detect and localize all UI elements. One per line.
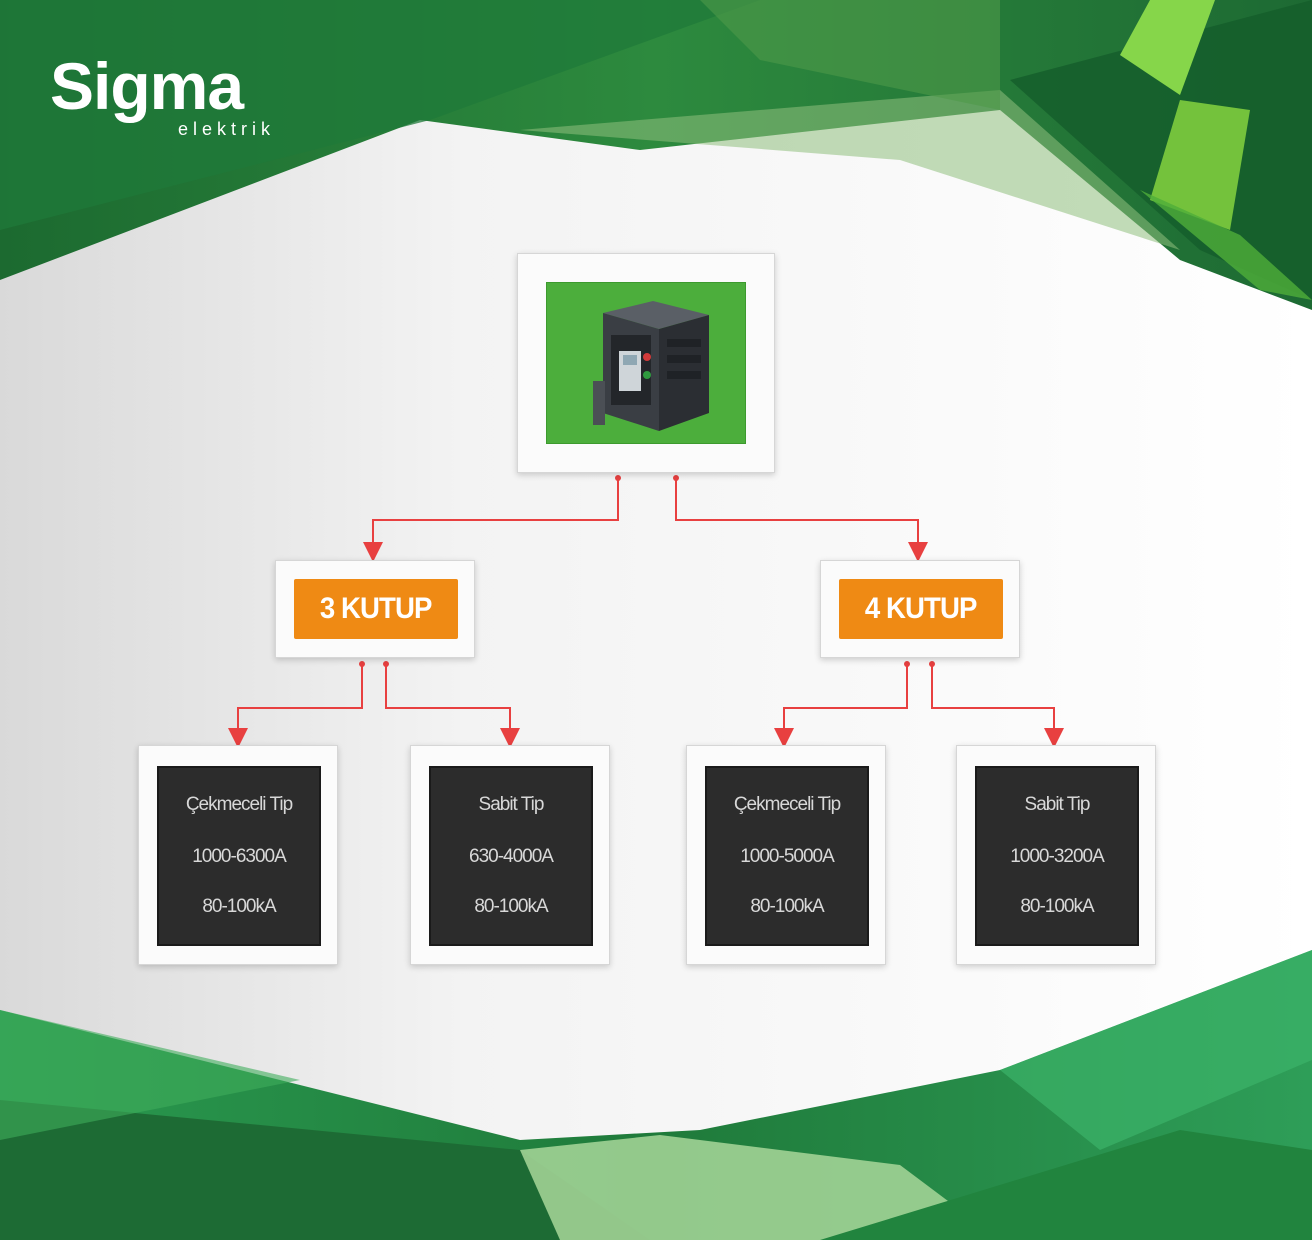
spec-current-range: 1000-6300A <box>192 846 287 867</box>
spec-type: Çekmeceli Tip <box>185 794 293 815</box>
branch-label: 3 KUTUP <box>320 592 433 625</box>
spec-breaking-capacity: 80-100kA <box>750 896 824 917</box>
spec-current-range: 1000-3200A <box>1010 846 1105 867</box>
sigma-elektrik-logo: Sigma elektrik <box>50 48 320 148</box>
branch-label-panel: 4 KUTUP <box>839 579 1003 639</box>
spec-current-range: 630-4000A <box>469 846 554 867</box>
root-node <box>517 253 775 473</box>
leaf-node-3-kutup-sabit: Sabit Tip 630-4000A 80-100kA <box>410 745 610 965</box>
leaf-node-4-kutup-sabit: Sabit Tip 1000-3200A 80-100kA <box>956 745 1156 965</box>
branch-label-panel: 3 KUTUP <box>294 579 458 639</box>
spec-type: Sabit Tip <box>478 794 545 815</box>
spec-panel: Çekmeceli Tip 1000-5000A 80-100kA <box>705 766 869 946</box>
branch-label: 4 KUTUP <box>865 592 978 625</box>
spec-current-range: 1000-5000A <box>740 846 835 867</box>
product-image-panel <box>546 282 746 444</box>
leaf-node-4-kutup-cekmeceli: Çekmeceli Tip 1000-5000A 80-100kA <box>686 745 886 965</box>
spec-panel: Sabit Tip 630-4000A 80-100kA <box>429 766 593 946</box>
air-circuit-breaker-icon <box>593 301 709 431</box>
branch-node-3-kutup: 3 KUTUP <box>275 560 475 658</box>
spec-breaking-capacity: 80-100kA <box>1020 896 1094 917</box>
logo-wordmark: Sigma <box>50 49 244 123</box>
branch-node-4-kutup: 4 KUTUP <box>820 560 1020 658</box>
logo-tagline: elektrik <box>178 119 276 139</box>
spec-panel: Çekmeceli Tip 1000-6300A 80-100kA <box>157 766 321 946</box>
spec-type: Çekmeceli Tip <box>733 794 841 815</box>
spec-type: Sabit Tip <box>1024 794 1091 815</box>
spec-panel: Sabit Tip 1000-3200A 80-100kA <box>975 766 1139 946</box>
leaf-node-3-kutup-cekmeceli: Çekmeceli Tip 1000-6300A 80-100kA <box>138 745 338 965</box>
spec-breaking-capacity: 80-100kA <box>202 896 276 917</box>
spec-breaking-capacity: 80-100kA <box>474 896 548 917</box>
